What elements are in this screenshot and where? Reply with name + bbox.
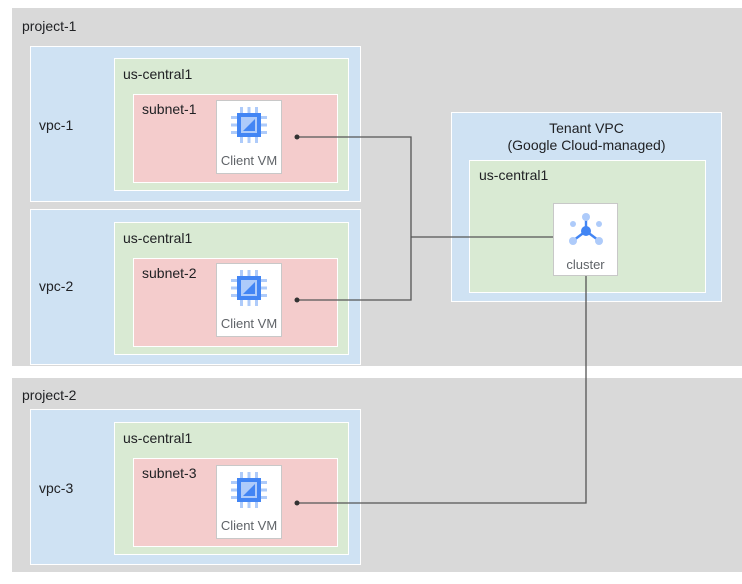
link-vpc1-to-hub	[298, 136, 412, 237]
subnet-1-label: subnet-1	[142, 101, 197, 117]
subnet-3-label: subnet-3	[142, 465, 197, 481]
cluster-card[interactable]: cluster	[553, 203, 618, 276]
tenant-vpc-title-line1: Tenant VPC	[549, 120, 624, 136]
cluster-label: cluster	[566, 257, 605, 272]
client-vm-3-label: Client VM	[220, 518, 278, 533]
vpc-3-container: vpc-3 us-central1 subnet-3	[30, 409, 361, 565]
client-vm-2-card[interactable]: Client VM	[216, 263, 282, 337]
client-vm-1-label: Client VM	[220, 153, 278, 168]
client-vm-2-label: Client VM	[220, 316, 278, 331]
vpc-1-region-label: us-central1	[123, 66, 193, 82]
cluster-hub-icon	[569, 213, 603, 245]
link-vpc3-endpoint	[294, 500, 300, 506]
project-2-label: project-2	[22, 387, 77, 403]
project-1-label: project-1	[22, 18, 77, 34]
compute-chip-icon	[231, 472, 267, 508]
link-vpc2-to-hub	[298, 237, 412, 301]
link-vpc1-endpoint	[294, 134, 300, 140]
subnet-2-label: subnet-2	[142, 265, 197, 281]
vpc-2-label: vpc-2	[39, 278, 74, 294]
compute-chip-icon	[231, 270, 267, 306]
link-cluster-to-vpc3	[298, 275, 587, 504]
compute-chip-icon	[231, 107, 267, 143]
client-vm-1-card[interactable]: Client VM	[216, 100, 282, 174]
tenant-vpc-title: Tenant VPC (Google Cloud-managed)	[452, 120, 721, 154]
client-vm-3-card[interactable]: Client VM	[216, 465, 282, 539]
vpc-3-label: vpc-3	[39, 480, 74, 496]
tenant-region-label: us-central1	[479, 167, 549, 183]
tenant-vpc-title-line2: (Google Cloud-managed)	[507, 137, 666, 153]
link-vpc2-endpoint	[294, 297, 300, 303]
vpc-3-region-label: us-central1	[123, 430, 193, 446]
vpc-2-region-label: us-central1	[123, 230, 193, 246]
vpc-1-label: vpc-1	[39, 117, 74, 133]
